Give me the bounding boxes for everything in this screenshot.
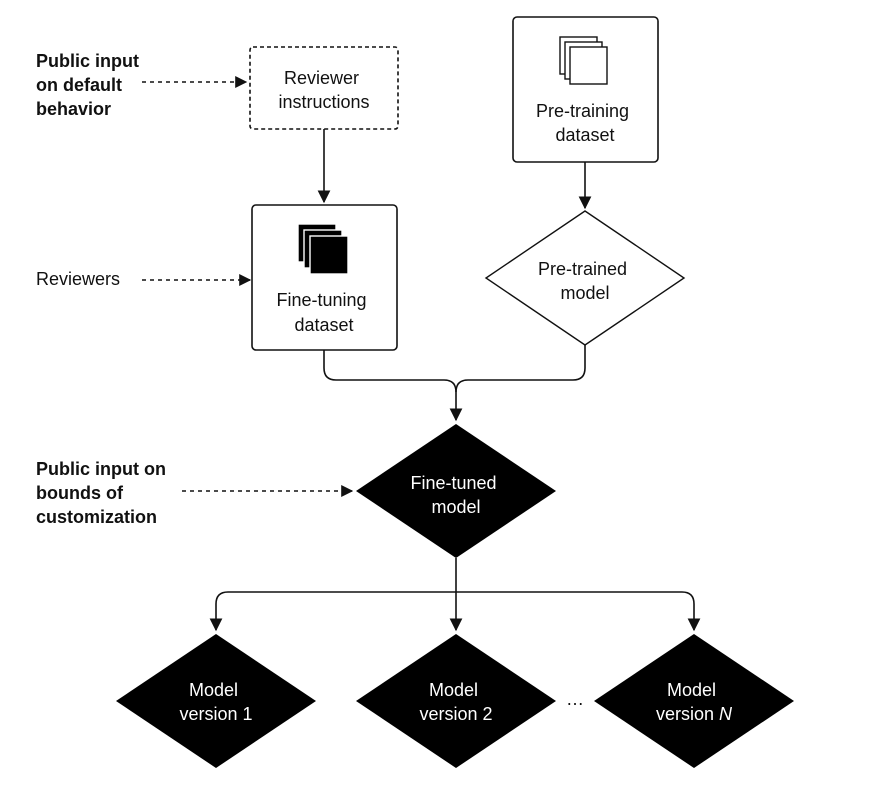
public-input-default-label: Public input on default behavior (36, 51, 144, 119)
stack-outline-icon (559, 36, 608, 85)
reviewer-instructions-box (249, 46, 399, 130)
model-version-2-label: Model version 2 (419, 680, 492, 724)
model-version-1-label: Model version 1 (179, 680, 252, 724)
public-input-bounds-label: Public input on bounds of customization (36, 459, 171, 527)
finetuning-dataset-label: Fine-tuning dataset (276, 290, 371, 335)
stack-filled-icon (297, 223, 349, 275)
connector-finetuning-to-finetuned (323, 350, 463, 422)
reviewer-instructions-label: Reviewer instructions (278, 68, 369, 112)
connector-pretrained-to-finetuned (455, 345, 586, 393)
reviewers-label: Reviewers (36, 269, 120, 289)
model-version-n-diamond (594, 634, 794, 768)
finetuned-model-diamond (356, 424, 556, 558)
arrow-finetuned-to-version-n (456, 591, 701, 632)
ellipsis: … (566, 689, 584, 709)
pretrained-model-label: Pre-trained model (538, 259, 632, 303)
arrow-finetuned-to-version-1 (209, 591, 456, 632)
pretraining-dataset-label: Pre-training dataset (536, 101, 634, 145)
model-version-1-diamond (116, 634, 316, 768)
model-version-2-diamond (356, 634, 556, 768)
model-version-n-label: Model version N (656, 680, 733, 724)
finetuned-model-label: Fine-tuned model (410, 473, 501, 517)
